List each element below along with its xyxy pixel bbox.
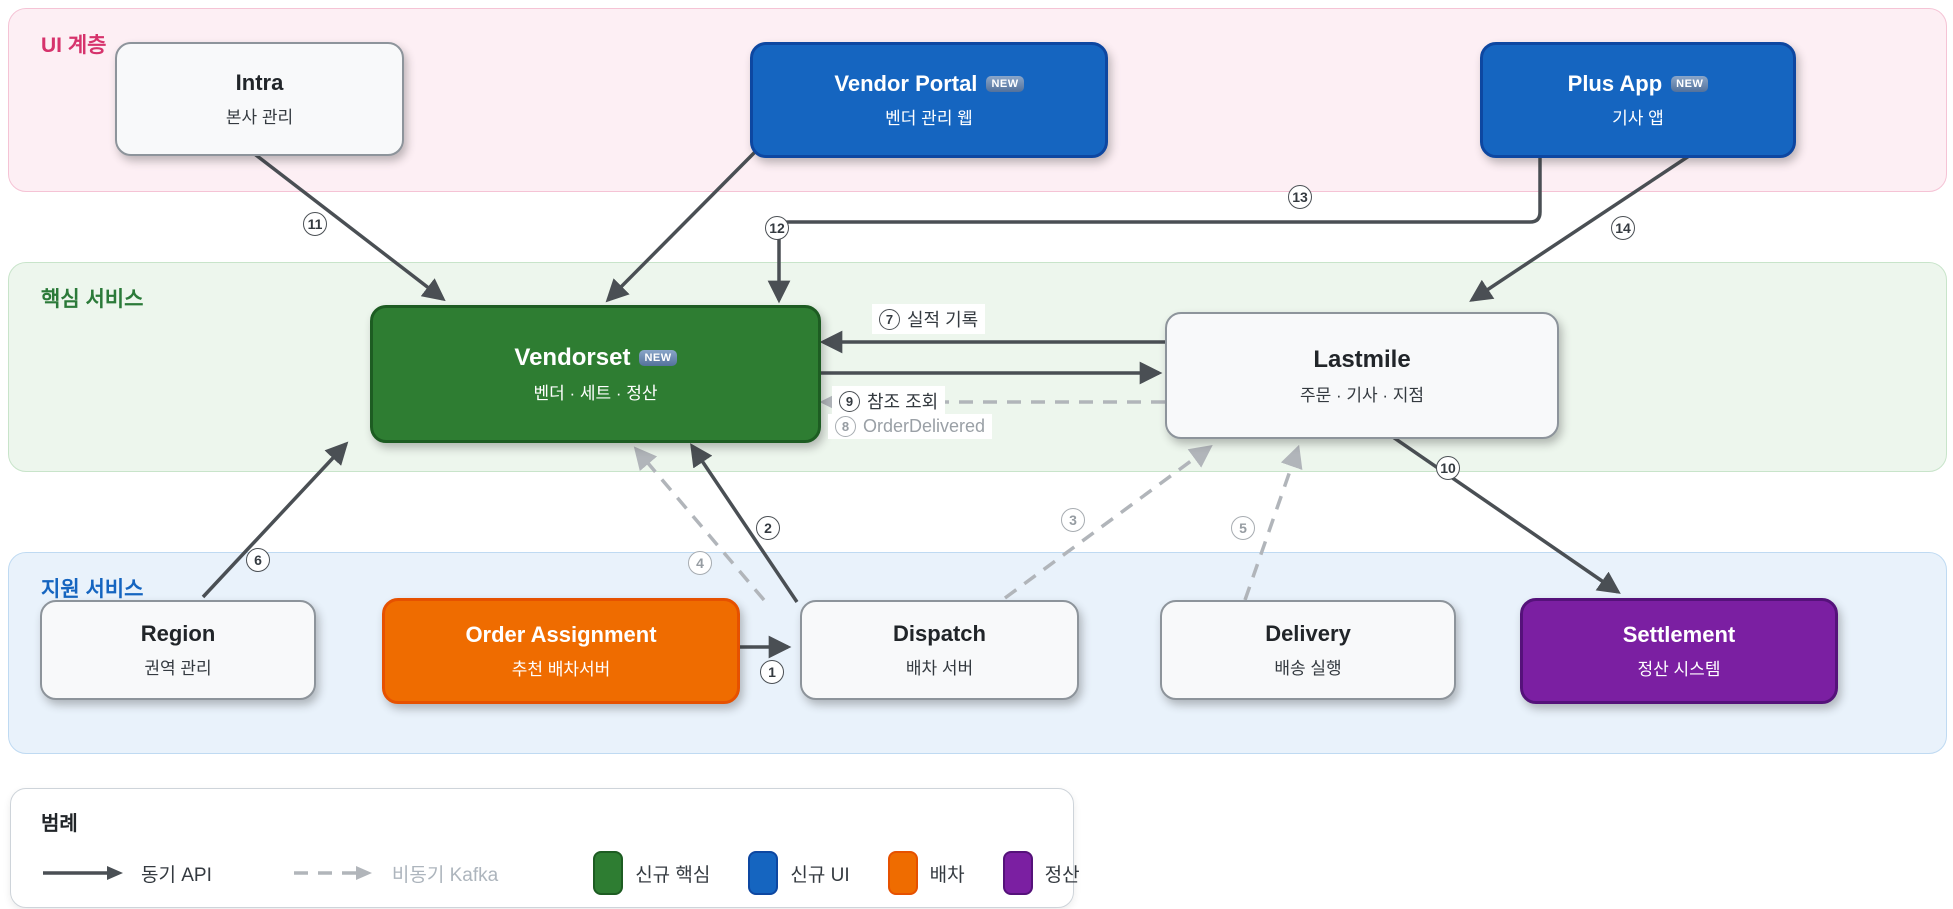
node-lastmile: Lastmile 주문 · 기사 · 지점 — [1165, 312, 1559, 439]
edge-number-5: 5 — [1231, 516, 1255, 540]
node-intra-subtitle: 본사 관리 — [225, 108, 294, 127]
legend-item-ui-label: 신규 UI — [790, 864, 850, 886]
edge-number-9: 9 — [839, 390, 860, 412]
edge-dispatch-to-lastmile-async — [1003, 444, 1213, 600]
legend-item-core-label: 신규 핵심 — [635, 864, 711, 886]
node-dispatch-subtitle: 배차 서버 — [905, 659, 974, 678]
edge-dispatch-to-vendorset-sync — [690, 443, 799, 603]
edge-number-1: 1 — [760, 660, 784, 684]
async-arrow-icon — [293, 866, 372, 880]
edge-number-6: 6 — [246, 548, 270, 572]
node-vendorset-subtitle: 벤더 · 세트 · 정산 — [533, 384, 658, 403]
ui-layer-band-label: UI 계층 — [41, 34, 107, 57]
core-services-band-label: 핵심 서비스 — [41, 288, 144, 311]
edge-number-14: 14 — [1611, 216, 1635, 240]
legend-async-label: 비동기 Kafka — [391, 864, 499, 886]
node-settlement-title: Settlement — [1622, 622, 1736, 647]
orange-swatch-icon — [887, 851, 918, 895]
legend-item-settlement-label: 정산 — [1044, 864, 1080, 886]
edge-vendor-portal-to-vendorset — [605, 150, 757, 303]
node-order-assignment-subtitle: 추천 배차서버 — [511, 660, 611, 679]
purple-swatch-icon — [1002, 851, 1033, 895]
edge-number-3: 3 — [1061, 508, 1085, 532]
new-badge-icon: NEW — [1671, 76, 1709, 92]
edge-intra-to-vendorset — [250, 150, 446, 302]
node-vendor-portal-title: Vendor Portal NEW — [834, 71, 1024, 97]
blue-swatch-icon — [748, 851, 779, 895]
node-intra: Intra 본사 관리 — [115, 42, 404, 156]
node-dispatch: Dispatch 배차 서버 — [800, 600, 1079, 700]
edge-number-2: 2 — [756, 516, 780, 540]
edge-plus-app-to-lastmile — [1469, 150, 1696, 302]
node-region-subtitle: 권역 관리 — [144, 659, 212, 678]
node-vendorset-title: Vendorset NEW — [514, 344, 677, 372]
node-lastmile-subtitle: 주문 · 기사 · 지점 — [1299, 385, 1425, 405]
legend-item-settlement: 정산 — [1002, 851, 1080, 895]
node-settlement: Settlement 정산 시스템 — [1520, 598, 1838, 704]
edge-dispatch-to-vendorset-async — [633, 446, 766, 602]
edge-number-7: 7 — [879, 308, 900, 330]
edge-number-10: 10 — [1436, 456, 1460, 480]
node-plus-app-subtitle: 기사 앱 — [1612, 109, 1664, 128]
sync-arrow-icon — [43, 866, 123, 880]
node-dispatch-title: Dispatch — [893, 621, 986, 646]
edge-number-8: 8 — [835, 416, 856, 437]
node-region-title: Region — [140, 621, 216, 646]
legend-item-ui: 신규 UI — [748, 851, 850, 895]
node-settlement-subtitle: 정산 시스템 — [1637, 660, 1721, 679]
edge-region-to-vendorset — [201, 441, 349, 599]
legend-item-core: 신규 핵심 — [593, 851, 710, 895]
node-vendor-portal: Vendor Portal NEW 벤더 관리 웹 — [750, 42, 1108, 158]
edge-number-4: 4 — [688, 551, 712, 575]
node-delivery-subtitle: 배송 실행 — [1274, 659, 1342, 678]
edge-label-8: 8 OrderDelivered — [828, 414, 993, 439]
legend: 범례 동기 API 비동기 Kafka 신규 핵심 신규 UI — [10, 788, 1080, 908]
legend-title: 범례 — [41, 813, 78, 835]
edge-number-13: 13 — [1288, 185, 1312, 209]
node-plus-app-title: Plus App NEW — [1568, 71, 1709, 97]
node-delivery-title: Delivery — [1265, 621, 1351, 646]
edge-label-9: 9 참조 조회 — [832, 386, 946, 416]
node-vendor-portal-subtitle: 벤더 관리 웹 — [885, 109, 973, 128]
legend-item-dispatch: 배차 — [887, 851, 965, 895]
edge-label-7: 7 실적 기록 — [872, 304, 986, 334]
node-intra-title: Intra — [235, 70, 284, 95]
support-services-band-label: 지원 서비스 — [41, 578, 144, 601]
edge-number-12: 12 — [765, 216, 789, 240]
edge-lastmile-to-settlement — [1389, 433, 1621, 594]
edge-number-11: 11 — [303, 212, 327, 236]
new-badge-icon: NEW — [639, 350, 677, 366]
node-plus-app: Plus App NEW 기사 앱 — [1480, 42, 1796, 158]
green-swatch-icon — [593, 851, 624, 895]
node-order-assignment-title: Order Assignment — [465, 622, 657, 647]
new-badge-icon: NEW — [986, 76, 1024, 92]
legend-sync-label: 동기 API — [141, 864, 212, 886]
edge-delivery-to-lastmile-async — [1243, 444, 1303, 601]
node-region: Region 권역 관리 — [40, 600, 316, 700]
node-delivery: Delivery 배송 실행 — [1160, 600, 1456, 700]
legend-row: 동기 API 비동기 Kafka 신규 핵심 신규 UI 배차 정산 — [41, 851, 1080, 895]
node-vendorset: Vendorset NEW 벤더 · 세트 · 정산 — [370, 305, 821, 443]
legend-item-dispatch-label: 배차 — [929, 864, 965, 886]
node-lastmile-title: Lastmile — [1313, 345, 1411, 373]
edge-plus-app-to-vendorset — [767, 152, 1542, 304]
node-order-assignment: Order Assignment 추천 배차서버 — [382, 598, 740, 704]
